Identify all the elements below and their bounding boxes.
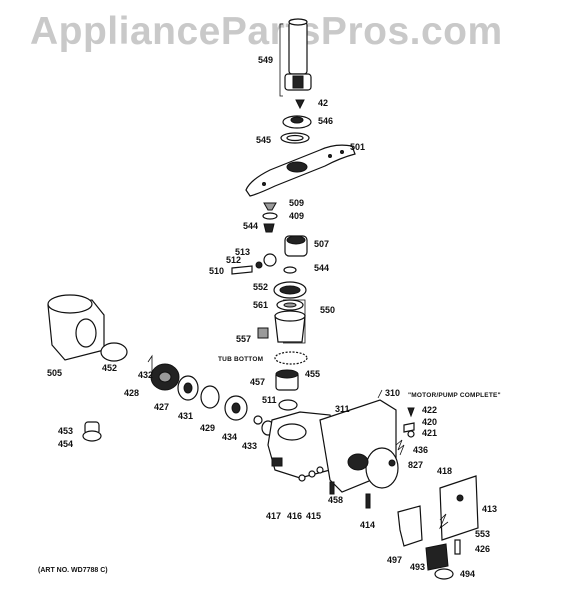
- label-421: 421: [422, 428, 438, 438]
- part-416-washer: [308, 470, 316, 478]
- label-454: 454: [58, 439, 74, 449]
- part-513-gear: [263, 253, 277, 267]
- part-494-grommet: [434, 568, 454, 580]
- label-414: 414: [360, 520, 376, 530]
- label-494: 494: [460, 569, 476, 579]
- part-310-motor: [319, 389, 399, 493]
- part-453-cap: [82, 421, 102, 442]
- part-509-screw: [263, 202, 277, 211]
- part-42-screw: [295, 99, 305, 110]
- label-310: 310: [385, 388, 401, 398]
- tub-bottom-note: TUB BOTTOM: [218, 356, 264, 363]
- label-545: 545: [256, 135, 272, 145]
- part-436-spring: [395, 439, 405, 456]
- label-549: 549: [258, 55, 274, 65]
- label-544-upper: 544: [243, 221, 259, 231]
- label-415: 415: [306, 511, 322, 521]
- part-557-clip: [257, 327, 269, 339]
- label-433: 433: [242, 441, 258, 451]
- part-544-clip-upper: [263, 223, 275, 233]
- part-415-washer: [316, 466, 324, 474]
- label-510: 510: [209, 266, 225, 276]
- part-505-duct: [47, 294, 105, 361]
- motor-pump-complete-note: "MOTOR/PUMP COMPLETE": [408, 392, 501, 399]
- label-436: 436: [413, 445, 429, 455]
- part-418-mount-bracket: [439, 475, 479, 541]
- part-422-screw: [407, 407, 415, 418]
- label-553: 553: [475, 529, 491, 539]
- label-457: 457: [250, 377, 266, 387]
- label-458: 458: [328, 495, 344, 505]
- label-497: 497: [387, 555, 403, 565]
- part-510-bolt: [231, 265, 253, 275]
- label-434: 434: [222, 432, 238, 442]
- part-417-washer: [298, 474, 306, 482]
- label-422: 422: [422, 405, 438, 415]
- part-426-pin: [454, 539, 461, 555]
- part-414-bolt: [365, 493, 371, 509]
- part-452-clamp: [100, 342, 128, 362]
- label-432: 432: [138, 370, 154, 380]
- part-497-bracket: [397, 505, 423, 547]
- part-550-housing: [274, 299, 306, 344]
- part-546-nut: [282, 115, 312, 129]
- tub-bottom-gasket: [274, 351, 308, 365]
- label-416: 416: [287, 511, 303, 521]
- part-511-seal: [278, 399, 298, 411]
- part-458-bolt: [329, 481, 335, 495]
- part-428-impeller: [150, 363, 180, 391]
- part-544-clip-lower: [283, 266, 297, 274]
- label-513: 513: [235, 247, 251, 257]
- label-827: 827: [408, 460, 424, 470]
- part-493-block: [425, 543, 449, 571]
- label-550: 550: [320, 305, 336, 315]
- label-426: 426: [475, 544, 491, 554]
- label-311: 311: [335, 404, 350, 414]
- label-501: 501: [350, 142, 366, 152]
- part-455-sleeve: [275, 369, 299, 391]
- label-546: 546: [318, 116, 334, 126]
- label-452: 452: [102, 363, 118, 373]
- label-409: 409: [289, 211, 305, 221]
- label-453: 453: [58, 426, 74, 436]
- part-420-bracket: [403, 422, 415, 433]
- label-557: 557: [236, 334, 252, 344]
- label-417: 417: [266, 511, 282, 521]
- label-509: 509: [289, 198, 305, 208]
- label-429: 429: [200, 423, 216, 433]
- watermark-text: AppliancePartsPros.com: [30, 10, 503, 53]
- part-827-clip: [388, 459, 396, 467]
- part-409-washer: [262, 212, 278, 220]
- label-493: 493: [410, 562, 426, 572]
- part-507-manifold: [284, 235, 308, 257]
- part-512-washer: [255, 261, 263, 269]
- label-431: 431: [178, 411, 194, 421]
- label-428: 428: [124, 388, 140, 398]
- part-553-spring: [439, 513, 449, 530]
- label-511: 511: [262, 395, 277, 405]
- label-413: 413: [482, 504, 498, 514]
- part-434-washer: [253, 415, 263, 425]
- part-552-gear: [273, 281, 307, 299]
- label-420: 420: [422, 417, 438, 427]
- part-501-spray-arm: [245, 144, 356, 197]
- part-431-ring: [200, 385, 220, 409]
- label-507: 507: [314, 239, 330, 249]
- part-549-spray-tube: [279, 18, 312, 97]
- label-544-lower: 544: [314, 263, 330, 273]
- label-561: 561: [253, 300, 269, 310]
- label-42: 42: [318, 98, 329, 108]
- art-number: (ART NO. WD7788 C): [38, 567, 108, 574]
- label-418: 418: [437, 466, 453, 476]
- label-427: 427: [154, 402, 170, 412]
- label-552: 552: [253, 282, 269, 292]
- part-421-grommet: [407, 430, 415, 438]
- label-505: 505: [47, 368, 63, 378]
- label-455: 455: [305, 369, 321, 379]
- label-512: 512: [226, 255, 242, 265]
